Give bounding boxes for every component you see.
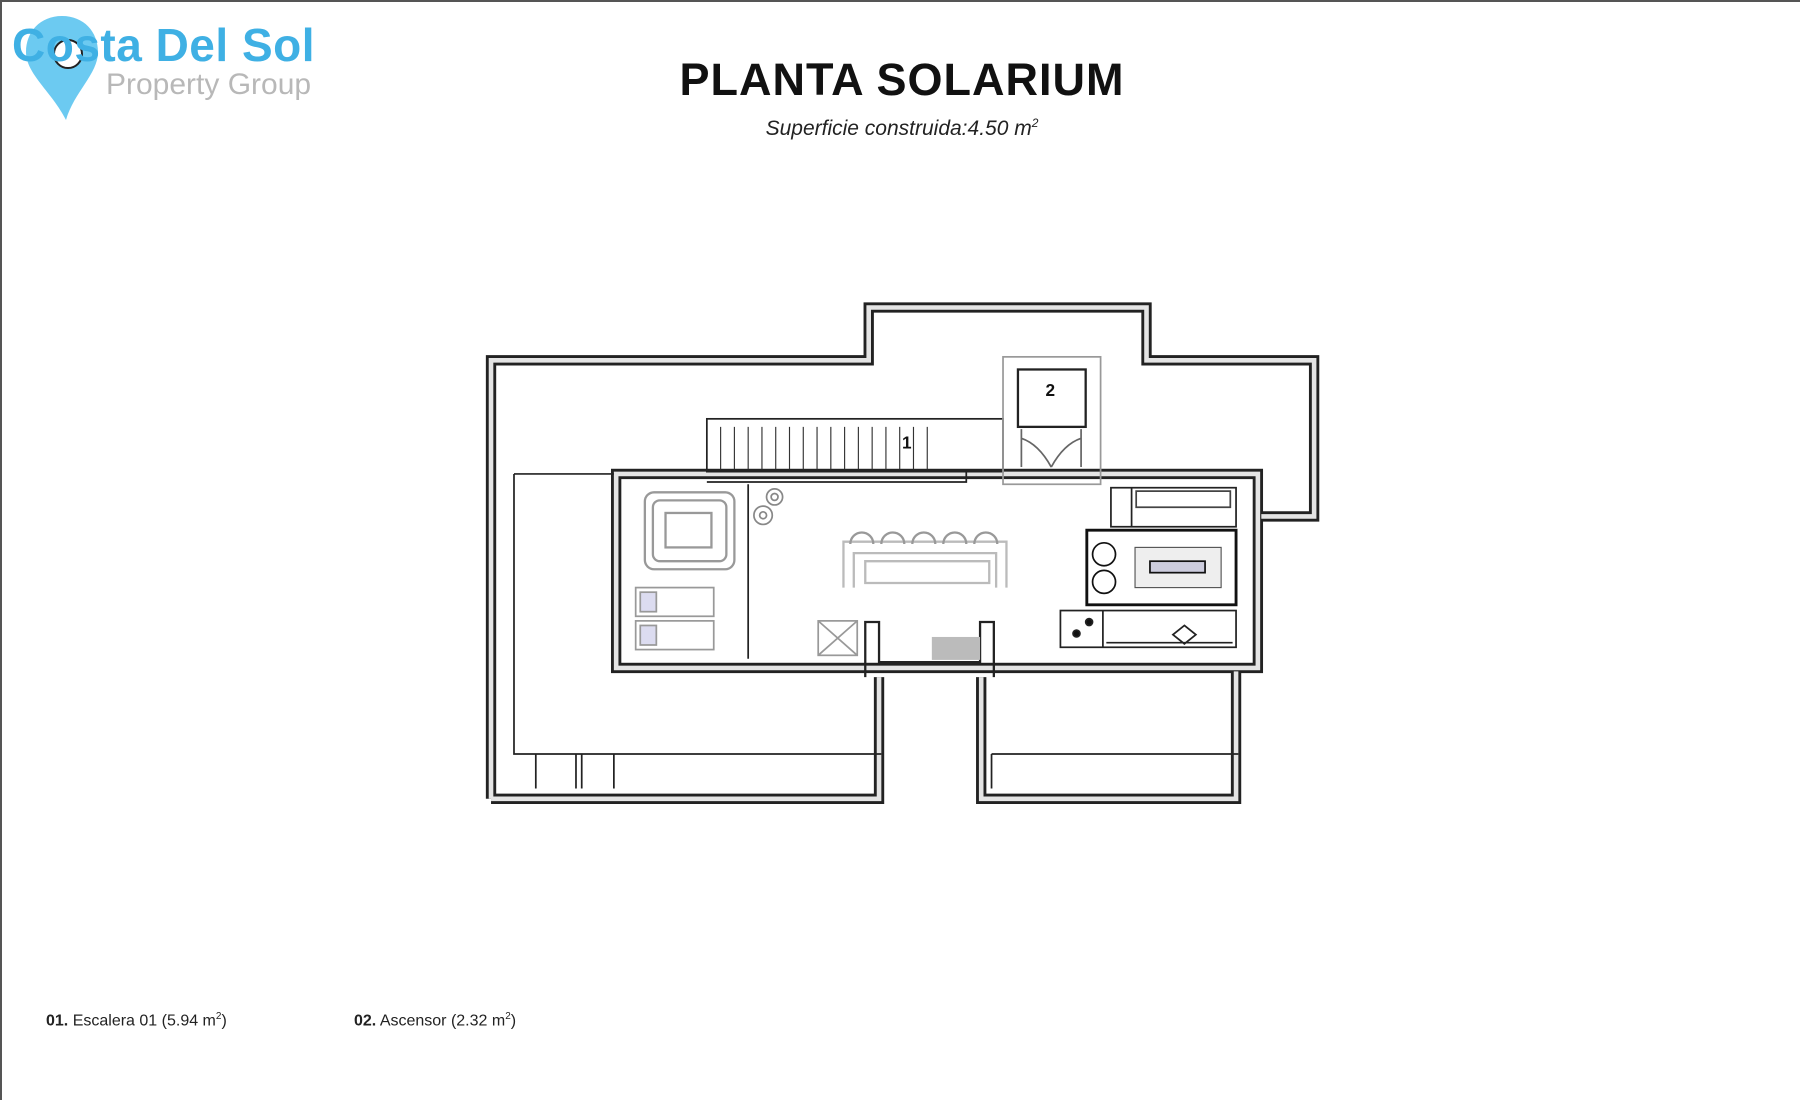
jacuzzi bbox=[643, 491, 736, 571]
map-pin-icon bbox=[26, 16, 98, 120]
logo-tagline: Property Group bbox=[106, 68, 312, 101]
stair-opening bbox=[864, 620, 995, 678]
sun-loungers bbox=[634, 586, 715, 651]
legend-sup: 2 bbox=[505, 1011, 511, 1022]
stair-label: 1 bbox=[902, 433, 912, 453]
legend-close: ) bbox=[221, 1012, 227, 1030]
bottom-sofa bbox=[1059, 609, 1237, 649]
subtitle-text: Superficie construida:4.50 m bbox=[765, 117, 1032, 140]
elevator bbox=[1002, 355, 1102, 486]
legend-num: 01. bbox=[46, 1012, 69, 1030]
dining-table bbox=[1085, 528, 1238, 607]
legend-text: Ascensor (2.32 m bbox=[379, 1012, 506, 1030]
interior-lines bbox=[513, 473, 1239, 789]
legend-close: ) bbox=[510, 1012, 517, 1030]
page-title: PLANTA SOLARIUM bbox=[679, 54, 1125, 105]
bar-counter bbox=[842, 531, 1008, 588]
shower bbox=[817, 620, 859, 657]
legend-text: Escalera 01 (5.94 m bbox=[72, 1012, 216, 1030]
legend-item-elevator: 02. Ascensor (2.32 m2) bbox=[354, 1007, 516, 1031]
lounge-sofa bbox=[1110, 486, 1237, 528]
plants bbox=[753, 488, 784, 526]
logo-name: Costa Del Sol bbox=[12, 19, 316, 71]
legend-num: 02. bbox=[354, 1012, 377, 1030]
staircase bbox=[705, 417, 1004, 483]
page-subtitle: Superficie construida:4.50 m2 bbox=[2, 110, 1800, 140]
legend-sup: 2 bbox=[215, 1011, 222, 1022]
subtitle-sup: 2 bbox=[1031, 116, 1039, 130]
legend-item-stair: 01. Escalera 01 (5.94 m2) bbox=[46, 1007, 227, 1031]
elevator-label: 2 bbox=[1045, 380, 1055, 400]
